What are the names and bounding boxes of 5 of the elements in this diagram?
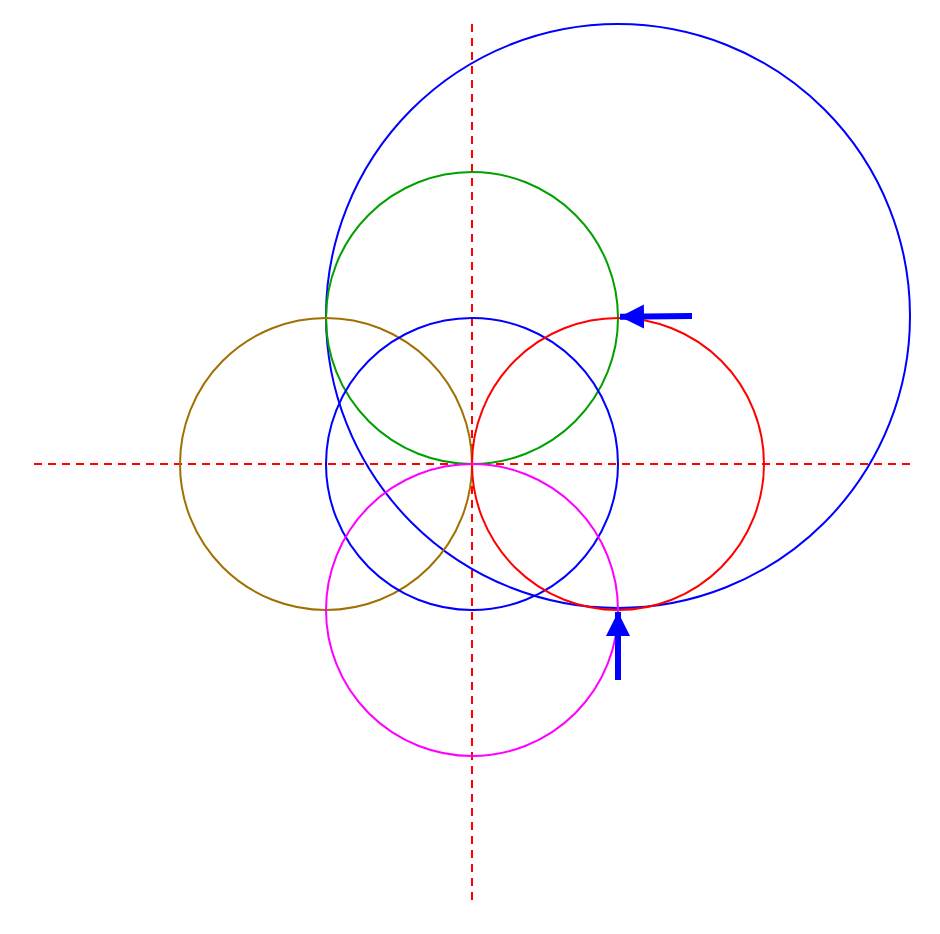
circle: [324, 462, 620, 758]
circle: [178, 316, 474, 612]
arrow: [606, 612, 630, 680]
circle: [324, 22, 912, 610]
arrow: [619, 304, 693, 329]
